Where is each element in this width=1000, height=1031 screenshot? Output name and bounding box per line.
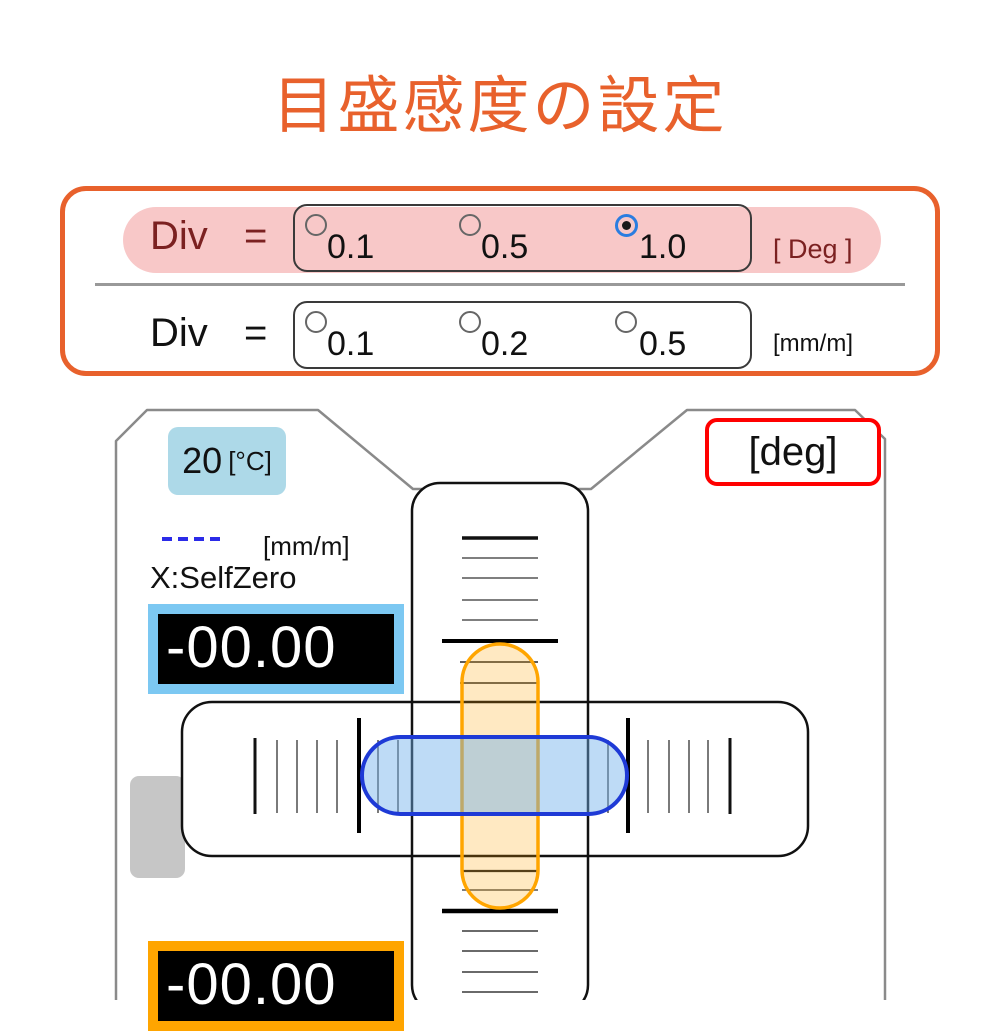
radio-mm-0.2-label[interactable]: 0.2 bbox=[481, 325, 529, 363]
row-separator bbox=[95, 283, 905, 286]
temperature-badge: 20 [°C] bbox=[168, 427, 286, 495]
radio-mm-0.5-label[interactable]: 0.5 bbox=[639, 325, 687, 363]
unit-mode-indicator[interactable]: [deg] bbox=[705, 418, 881, 486]
mm-radio-group: 0.1 0.2 0.5 bbox=[293, 301, 752, 369]
deg-unit-label: [ Deg ] bbox=[773, 234, 853, 264]
y-axis-display: -00.00 bbox=[148, 941, 404, 1031]
radio-deg-0.5-icon[interactable] bbox=[459, 214, 481, 236]
x-axis-value: -00.00 bbox=[158, 614, 394, 684]
mm-unit-label: [mm/m] bbox=[773, 330, 853, 357]
radio-mm-0.2-icon[interactable] bbox=[459, 311, 481, 333]
radio-mm-0.1-label[interactable]: 0.1 bbox=[327, 325, 375, 363]
deg-row-label: Div bbox=[150, 214, 208, 258]
temperature-unit: [°C] bbox=[228, 445, 272, 476]
radio-deg-0.5-label[interactable]: 0.5 bbox=[481, 228, 529, 266]
legend-unit-label: [mm/m] bbox=[263, 531, 350, 561]
deg-row-equals: = bbox=[244, 214, 268, 258]
deg-radio-group: 0.1 0.5 1.0 bbox=[293, 204, 752, 272]
radio-deg-1.0-icon[interactable] bbox=[615, 214, 638, 237]
x-selfzero-label: X:SelfZero bbox=[150, 560, 297, 595]
dashed-line-icon bbox=[162, 537, 222, 541]
radio-deg-1.0-label[interactable]: 1.0 bbox=[639, 228, 687, 266]
radio-mm-0.5-icon[interactable] bbox=[615, 311, 637, 333]
radio-mm-0.1-icon[interactable] bbox=[305, 311, 327, 333]
page-title: 目盛感度の設定 bbox=[272, 72, 728, 141]
x-axis-display: -00.00 bbox=[148, 604, 404, 694]
deg-row-highlight bbox=[123, 207, 881, 273]
mm-row-label: Div bbox=[150, 311, 208, 355]
temperature-value: 20 bbox=[182, 440, 223, 481]
y-axis-value: -00.00 bbox=[158, 951, 394, 1021]
radio-deg-0.1-label[interactable]: 0.1 bbox=[327, 228, 375, 266]
radio-deg-0.1-icon[interactable] bbox=[305, 214, 327, 236]
mm-row-equals: = bbox=[244, 311, 268, 355]
